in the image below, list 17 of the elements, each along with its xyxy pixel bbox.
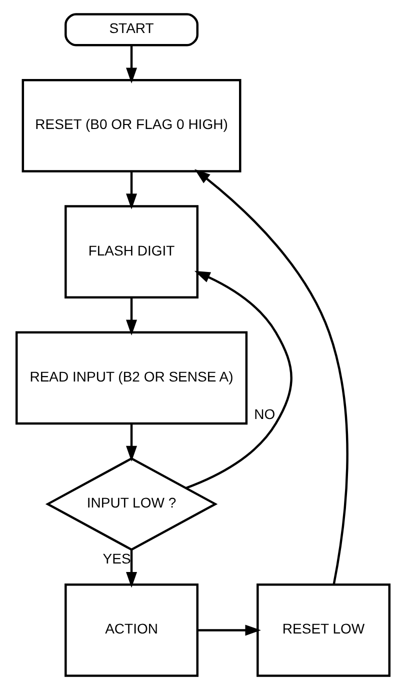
- node-box: RESET LOW: [256, 584, 391, 677]
- edge-label: NO: [254, 406, 276, 422]
- arrow: [126, 550, 138, 588]
- edge-label: YES: [102, 550, 131, 566]
- arrow: [126, 298, 138, 336]
- node-box: READ INPUT (B2 OR SENSE A): [15, 331, 248, 425]
- arrow: [186, 270, 292, 490]
- node-box: START: [64, 13, 199, 46]
- arrow: [126, 45, 138, 84]
- node-diamond: INPUT LOW ?: [45, 457, 218, 551]
- arrow: [198, 624, 261, 636]
- arrow: [194, 169, 348, 585]
- node-box: ACTION: [64, 584, 199, 677]
- node-box: RESET (B0 OR FLAG 0 HIGH): [22, 79, 242, 172]
- arrow: [126, 172, 138, 210]
- node-box: FLASH DIGIT: [64, 205, 199, 298]
- arrow: [126, 424, 138, 462]
